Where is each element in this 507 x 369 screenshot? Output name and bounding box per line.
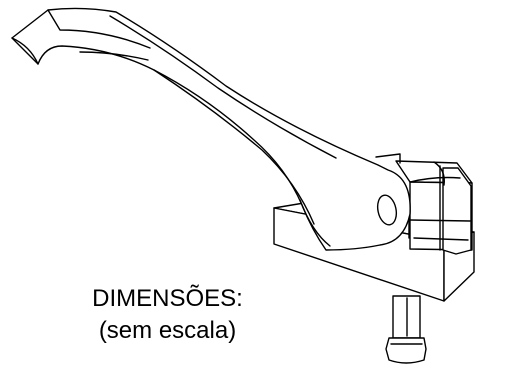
lever-arm [11, 7, 411, 251]
pivot-hole [376, 194, 398, 226]
screw-stem [385, 295, 427, 364]
hinge-bracket [375, 153, 473, 255]
dimensions-label: DIMENSÕES: [92, 285, 243, 312]
scale-note: (sem escala) [98, 317, 237, 344]
